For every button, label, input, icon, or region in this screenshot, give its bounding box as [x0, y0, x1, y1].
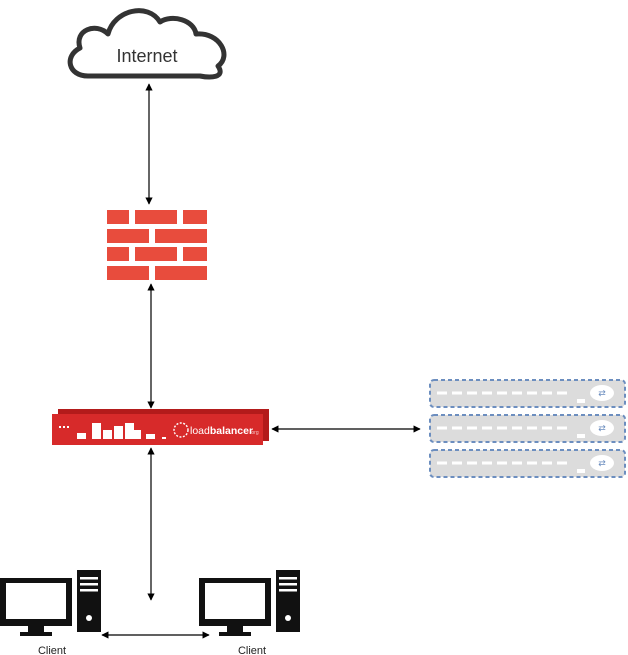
firewall-icon	[107, 210, 207, 280]
lb-drive-bays	[77, 423, 166, 439]
client-workstation: Client	[199, 570, 300, 655]
lb-status-dots	[59, 426, 69, 428]
desktop-computer-icon	[199, 570, 300, 636]
internet-cloud: Internet	[67, 8, 227, 80]
server-unit: ⇄	[429, 414, 626, 443]
lb-logo-icon	[173, 422, 189, 438]
client-label: Client	[238, 645, 266, 655]
lb-front-panel	[52, 414, 263, 445]
svg-text:⇄: ⇄	[598, 424, 606, 434]
load-balancer-appliance: loadbalancer .org	[52, 409, 269, 445]
client-workstation: Client	[0, 570, 101, 655]
server-stack: ⇄ ⇄ ⇄	[429, 379, 626, 478]
server-unit: ⇄	[429, 379, 626, 408]
cloud-icon	[67, 8, 227, 80]
lb-logo-light: load	[190, 425, 210, 437]
server-status-icon	[590, 385, 614, 401]
client-label: Client	[38, 645, 66, 655]
svg-text:⇄: ⇄	[598, 459, 606, 469]
lb-logo-bold: balancer	[210, 425, 253, 437]
server-status-icon	[590, 455, 614, 471]
server-status-icon	[590, 420, 614, 436]
desktop-computer-icon	[0, 570, 101, 636]
lb-logo-suffix: .org	[250, 430, 259, 436]
connectors	[101, 83, 421, 639]
svg-text:loadbalancer: loadbalancer	[190, 425, 253, 437]
server-unit: ⇄	[429, 449, 626, 478]
internet-label: Internet	[116, 46, 177, 66]
svg-text:⇄: ⇄	[598, 389, 606, 399]
